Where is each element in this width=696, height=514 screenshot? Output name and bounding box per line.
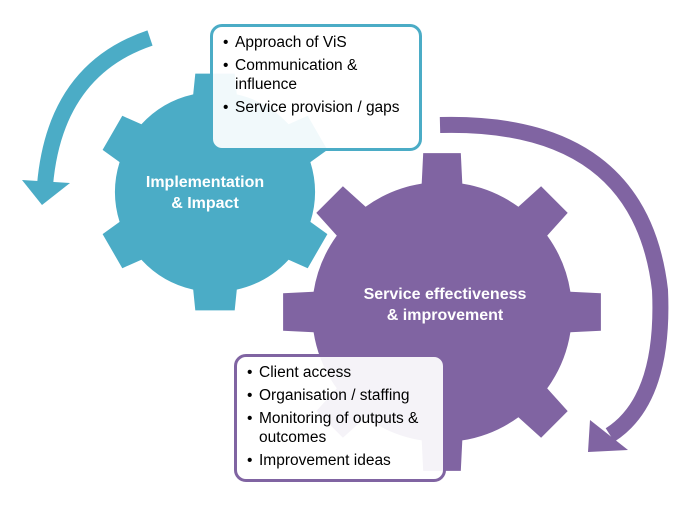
list-item: Approach of ViS	[223, 33, 409, 52]
list-item: Communication & influence	[223, 56, 409, 94]
cycle-arrow-teal	[37, 30, 153, 186]
gear-label-line: & Impact	[171, 195, 239, 212]
service-topics-box: Client access Organisation / staffing Mo…	[234, 354, 446, 482]
gear-label-line: & improvement	[386, 307, 504, 324]
list-item: Improvement ideas	[247, 451, 433, 470]
gear-label-implementation: Implementation & Impact	[115, 172, 295, 214]
list-item: Client access	[247, 363, 433, 382]
arrowhead-purple	[588, 420, 628, 452]
gear-label-line: Service effectiveness	[363, 286, 527, 303]
implementation-topics-box: Approach of ViS Communication & influenc…	[210, 24, 422, 151]
arrowhead-teal	[22, 180, 70, 205]
list-item: Service provision / gaps	[223, 98, 409, 117]
cycle-arrow-purple	[439, 116, 669, 442]
gear-label-service: Service effectiveness & improvement	[330, 284, 560, 326]
gear-label-line: Implementation	[145, 174, 265, 191]
list-item: Monitoring of outputs & outcomes	[247, 409, 433, 447]
list-item: Organisation / staffing	[247, 386, 433, 405]
